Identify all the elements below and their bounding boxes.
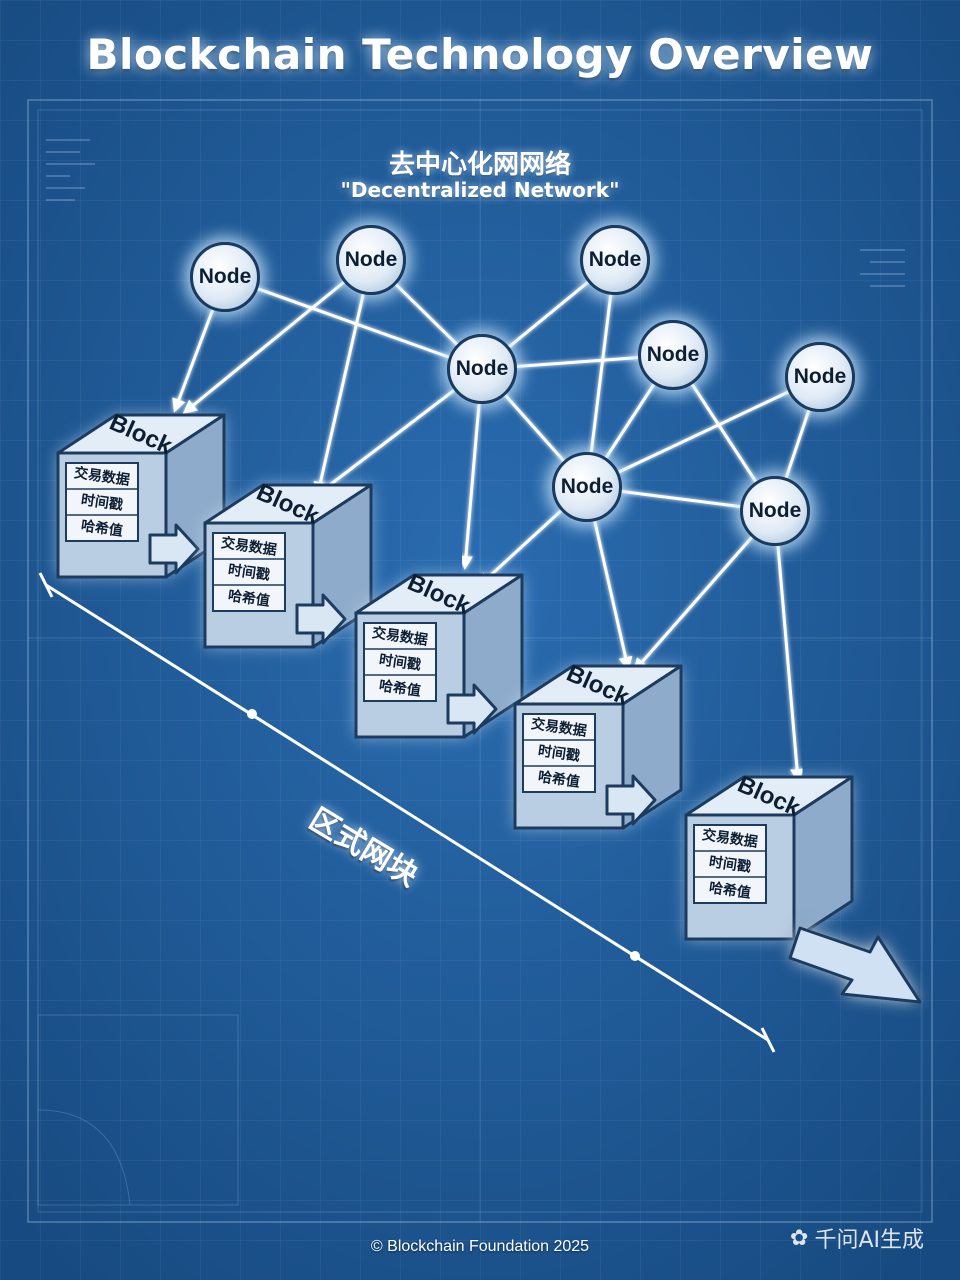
block-link-arrow <box>295 593 347 645</box>
page-title: Blockchain Technology Overview <box>86 30 874 79</box>
chain-end-arrow <box>788 926 922 1004</box>
node-to-block-arrow <box>776 545 805 783</box>
block-field: 时间戳 <box>537 742 581 765</box>
block-field: 时间戳 <box>378 651 422 674</box>
node-label: Node <box>588 248 642 271</box>
node-to-block-arrow <box>633 536 753 673</box>
network-node: Node <box>740 476 810 546</box>
frame-outer <box>27 99 933 1223</box>
network-title-zh: 去中心化网网络 <box>388 150 571 180</box>
block-field: 哈希值 <box>708 879 752 902</box>
node-label: Node <box>344 248 398 271</box>
node-label: Node <box>560 475 614 498</box>
block-field: 哈希值 <box>80 517 124 540</box>
block-field: 哈希值 <box>378 677 422 700</box>
block-field: 哈希值 <box>227 587 271 610</box>
network-node: Node <box>447 334 517 404</box>
block-link-arrow <box>148 523 200 575</box>
node-label: Node <box>646 343 700 366</box>
network-node: Node <box>785 342 855 412</box>
node-to-block-arrow <box>182 280 345 414</box>
watermark: ✿ 千问AI生成 <box>790 1222 924 1254</box>
node-to-block-arrow <box>477 509 563 588</box>
block-field: 时间戳 <box>80 491 124 514</box>
node-to-block-arrow <box>313 293 365 496</box>
sparkle-icon: ✿ <box>790 1225 809 1251</box>
frame-inner <box>37 109 923 1213</box>
network-node: Node <box>552 452 622 522</box>
block-link-arrow <box>446 683 498 735</box>
node-label: Node <box>793 365 847 388</box>
block-link-arrow <box>788 926 922 1004</box>
block-field: 时间戳 <box>708 853 752 876</box>
network-link <box>586 375 821 489</box>
block-field: 时间戳 <box>227 561 271 584</box>
node-label: Node <box>748 499 802 522</box>
block-field: 哈希值 <box>537 768 581 791</box>
node-to-block-arrow <box>172 309 215 413</box>
block-link-arrow <box>605 774 657 826</box>
node-label: Node <box>198 265 252 288</box>
chain-baseline <box>38 572 776 1053</box>
network-title-en: "Decentralized Network" <box>340 178 620 202</box>
node-label: Node <box>455 357 509 380</box>
watermark-text: 千问AI生成 <box>814 1228 924 1253</box>
footer-copyright: © Blockchain Foundation 2025 <box>370 1238 590 1255</box>
network-node: Node <box>580 225 650 295</box>
network-node: Node <box>336 225 406 295</box>
network-link <box>224 275 483 371</box>
node-to-block-arrow <box>458 403 481 570</box>
node-to-block-arrow <box>593 520 633 671</box>
network-node: Node <box>190 242 260 312</box>
network-node: Node <box>638 320 708 390</box>
node-to-block-arrow <box>315 389 456 496</box>
network-link <box>585 259 617 488</box>
